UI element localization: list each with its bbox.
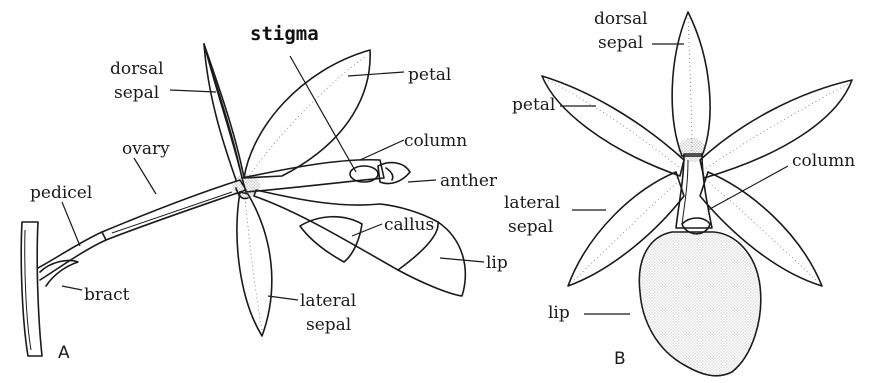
column-a xyxy=(242,160,384,192)
label-dorsal-sepal-a-2: sepal xyxy=(114,83,159,103)
label-dorsal-sepal-a-1: dorsal xyxy=(110,59,164,79)
callus xyxy=(300,217,362,262)
panel-label-b: B xyxy=(614,349,626,369)
petal-b-left xyxy=(542,76,684,176)
label-column-b: column xyxy=(792,151,855,171)
dorsal-sepal-b xyxy=(672,12,710,156)
label-column-a: column xyxy=(404,131,467,151)
label-lip-a: lip xyxy=(486,253,508,273)
label-pedicel: pedicel xyxy=(30,183,92,203)
label-petal-b: petal xyxy=(512,95,555,115)
stem xyxy=(21,222,42,356)
label-callus: callus xyxy=(384,215,434,235)
label-dorsal-sepal-b-1: dorsal xyxy=(594,9,648,29)
label-lateral-sepal-b-2: sepal xyxy=(508,217,553,237)
panel-label-a: A xyxy=(58,343,70,363)
label-dorsal-sepal-b-2: sepal xyxy=(598,33,643,53)
petal-a xyxy=(244,50,370,178)
label-bract: bract xyxy=(84,285,130,305)
dorsal-sepal-a xyxy=(204,44,242,178)
label-lateral-sepal-b-1: lateral xyxy=(504,193,560,213)
pedicel xyxy=(38,232,106,280)
lateral-sepal-a xyxy=(237,192,272,336)
label-stigma: stigma xyxy=(250,23,319,45)
label-lateral-sepal-a-1: lateral xyxy=(300,291,356,311)
column-b xyxy=(676,154,712,228)
label-lateral-sepal-a-2: sepal xyxy=(306,315,351,335)
figure-b: dorsal sepal petal column lateral sepal … xyxy=(504,9,855,376)
figure-a: stigma dorsal sepal petal column ovary a… xyxy=(21,23,508,363)
lip-a xyxy=(254,190,465,296)
label-petal-a: petal xyxy=(408,65,451,85)
label-ovary: ovary xyxy=(122,139,170,159)
label-anther: anther xyxy=(440,171,498,191)
label-lip-b: lip xyxy=(548,303,570,323)
ovary xyxy=(102,180,246,240)
